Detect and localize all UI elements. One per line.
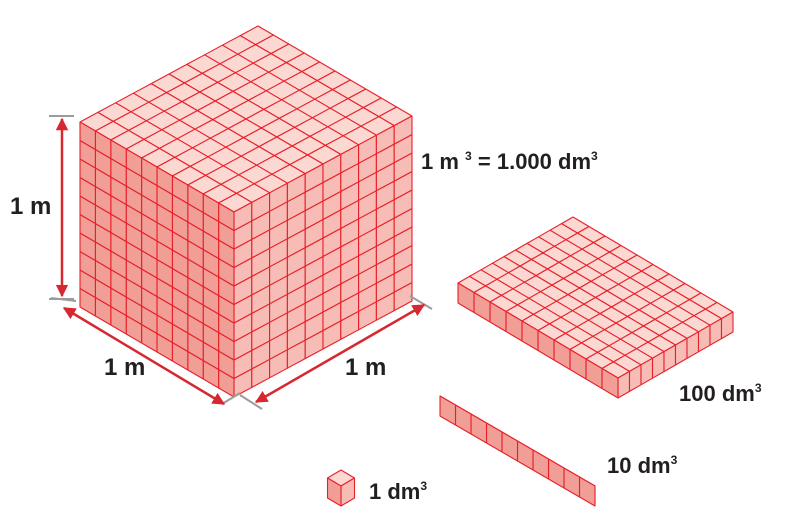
- cube-right-face: [563, 467, 581, 498]
- cube-right-face: [439, 395, 457, 426]
- rod-10dm3: [439, 395, 596, 507]
- width-tick-left: [239, 394, 263, 410]
- cube-right-face: [485, 422, 503, 453]
- cube-right-face: [501, 431, 519, 462]
- width-tick-right: [409, 295, 433, 310]
- cube-right-face: [326, 477, 342, 507]
- dimension-lines: [49, 115, 433, 410]
- cube-right-face: [532, 449, 550, 480]
- cube-right-face: [457, 282, 475, 314]
- plate-100dm3: [457, 216, 734, 399]
- plate-volume-label: 100 dm3: [679, 380, 762, 406]
- rod-volume-label: 10 dm3: [607, 452, 678, 478]
- cube-right-face: [516, 440, 534, 471]
- width-arrow: [254, 303, 426, 404]
- depth-tick-left: [50, 297, 77, 302]
- height-dimension-label: 1 m: [10, 193, 52, 220]
- unit-cube-1dm3: [326, 469, 356, 507]
- cube-right-face: [547, 458, 565, 489]
- cube-right-face: [454, 404, 472, 435]
- cube-right-face: [578, 476, 596, 507]
- cube-right-face: [470, 413, 488, 444]
- volume-equation: 1 m 3 = 1.000 dm3: [421, 148, 598, 174]
- cube-right-face: [79, 121, 96, 151]
- depth-dimension-label: 1 m: [104, 354, 146, 381]
- cube-left-face: [720, 311, 734, 340]
- cube-left-face: [393, 115, 413, 145]
- depth-arrow: [62, 306, 226, 406]
- width-dimension-label: 1 m: [345, 354, 387, 381]
- unit-volume-label: 1 dm3: [369, 478, 428, 504]
